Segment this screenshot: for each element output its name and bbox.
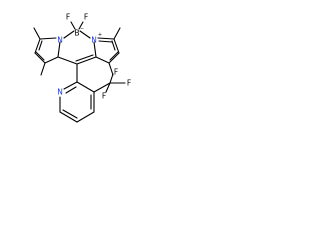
- bond-right-ring-3: [108, 52, 120, 64]
- bond-left-ring-5: [57, 41, 61, 58]
- bond-left-ring-double: [38, 40, 43, 51]
- bond-meso-right: [76, 56, 97, 65]
- bond-pyr-1: [76, 81, 95, 93]
- bond-cf3-f-bottom: [105, 82, 111, 93]
- molecule-structure: F F B − N N + N F F F: [33, 13, 131, 123]
- bond-pyr-6-double: [65, 86, 77, 94]
- bond-left-ring-3: [34, 52, 46, 64]
- bond-meso-right-double: [75, 54, 94, 62]
- bond-right-methyl-bottom: [108, 62, 114, 76]
- bond-left-ring-1: [39, 37, 57, 40]
- bond-left-ring-3-double: [35, 51, 45, 61]
- atom-labels: F F B − N N + N F F F: [57, 13, 131, 101]
- bond-left-methyl-top: [33, 27, 41, 40]
- atom-cf3-f-right: F: [127, 79, 131, 88]
- boron-charge: −: [80, 26, 84, 32]
- atom-n-pyridine: N: [57, 88, 63, 97]
- bond-right-ring-4: [95, 56, 110, 64]
- bond-right-ring-3-double: [109, 51, 119, 61]
- bond-right-cn-double: [98, 40, 113, 43]
- bond-left-ring-2: [34, 38, 41, 54]
- bond-cf3-f-top: [109, 73, 114, 84]
- bond-pyr-4: [59, 111, 78, 123]
- bond-right-ring-1: [97, 37, 115, 40]
- atom-n-left: N: [57, 36, 63, 45]
- bonds: [33, 21, 126, 123]
- bond-pyr-3: [76, 111, 95, 123]
- atom-boron: B: [74, 29, 79, 38]
- bond-right-ring-5: [93, 41, 97, 58]
- atom-cf3-f-bottom: F: [102, 92, 106, 101]
- atom-n-right: N: [91, 36, 97, 45]
- n-right-charge: +: [98, 32, 102, 38]
- bond-pyr-cf3: [93, 82, 111, 93]
- bond-pyr-4-double: [62, 109, 78, 119]
- bond-right-ring-double: [111, 40, 116, 51]
- atom-cf3-f-top: F: [114, 68, 118, 77]
- bond-left-ring-4: [44, 56, 59, 64]
- atom-f-left: F: [66, 13, 70, 22]
- atom-f-right: F: [84, 13, 88, 22]
- bond-b-n-left: [63, 30, 75, 39]
- bond-b-f-right: [78, 21, 84, 30]
- bond-pyr-6: [63, 81, 78, 90]
- bond-b-n-right: [79, 30, 91, 39]
- bond-left-methyl-bottom: [40, 62, 46, 76]
- bond-right-methyl-top: [113, 27, 121, 40]
- bond-meso-left: [57, 56, 78, 65]
- bond-right-ring-2: [113, 38, 120, 54]
- bond-b-f-left: [70, 21, 76, 30]
